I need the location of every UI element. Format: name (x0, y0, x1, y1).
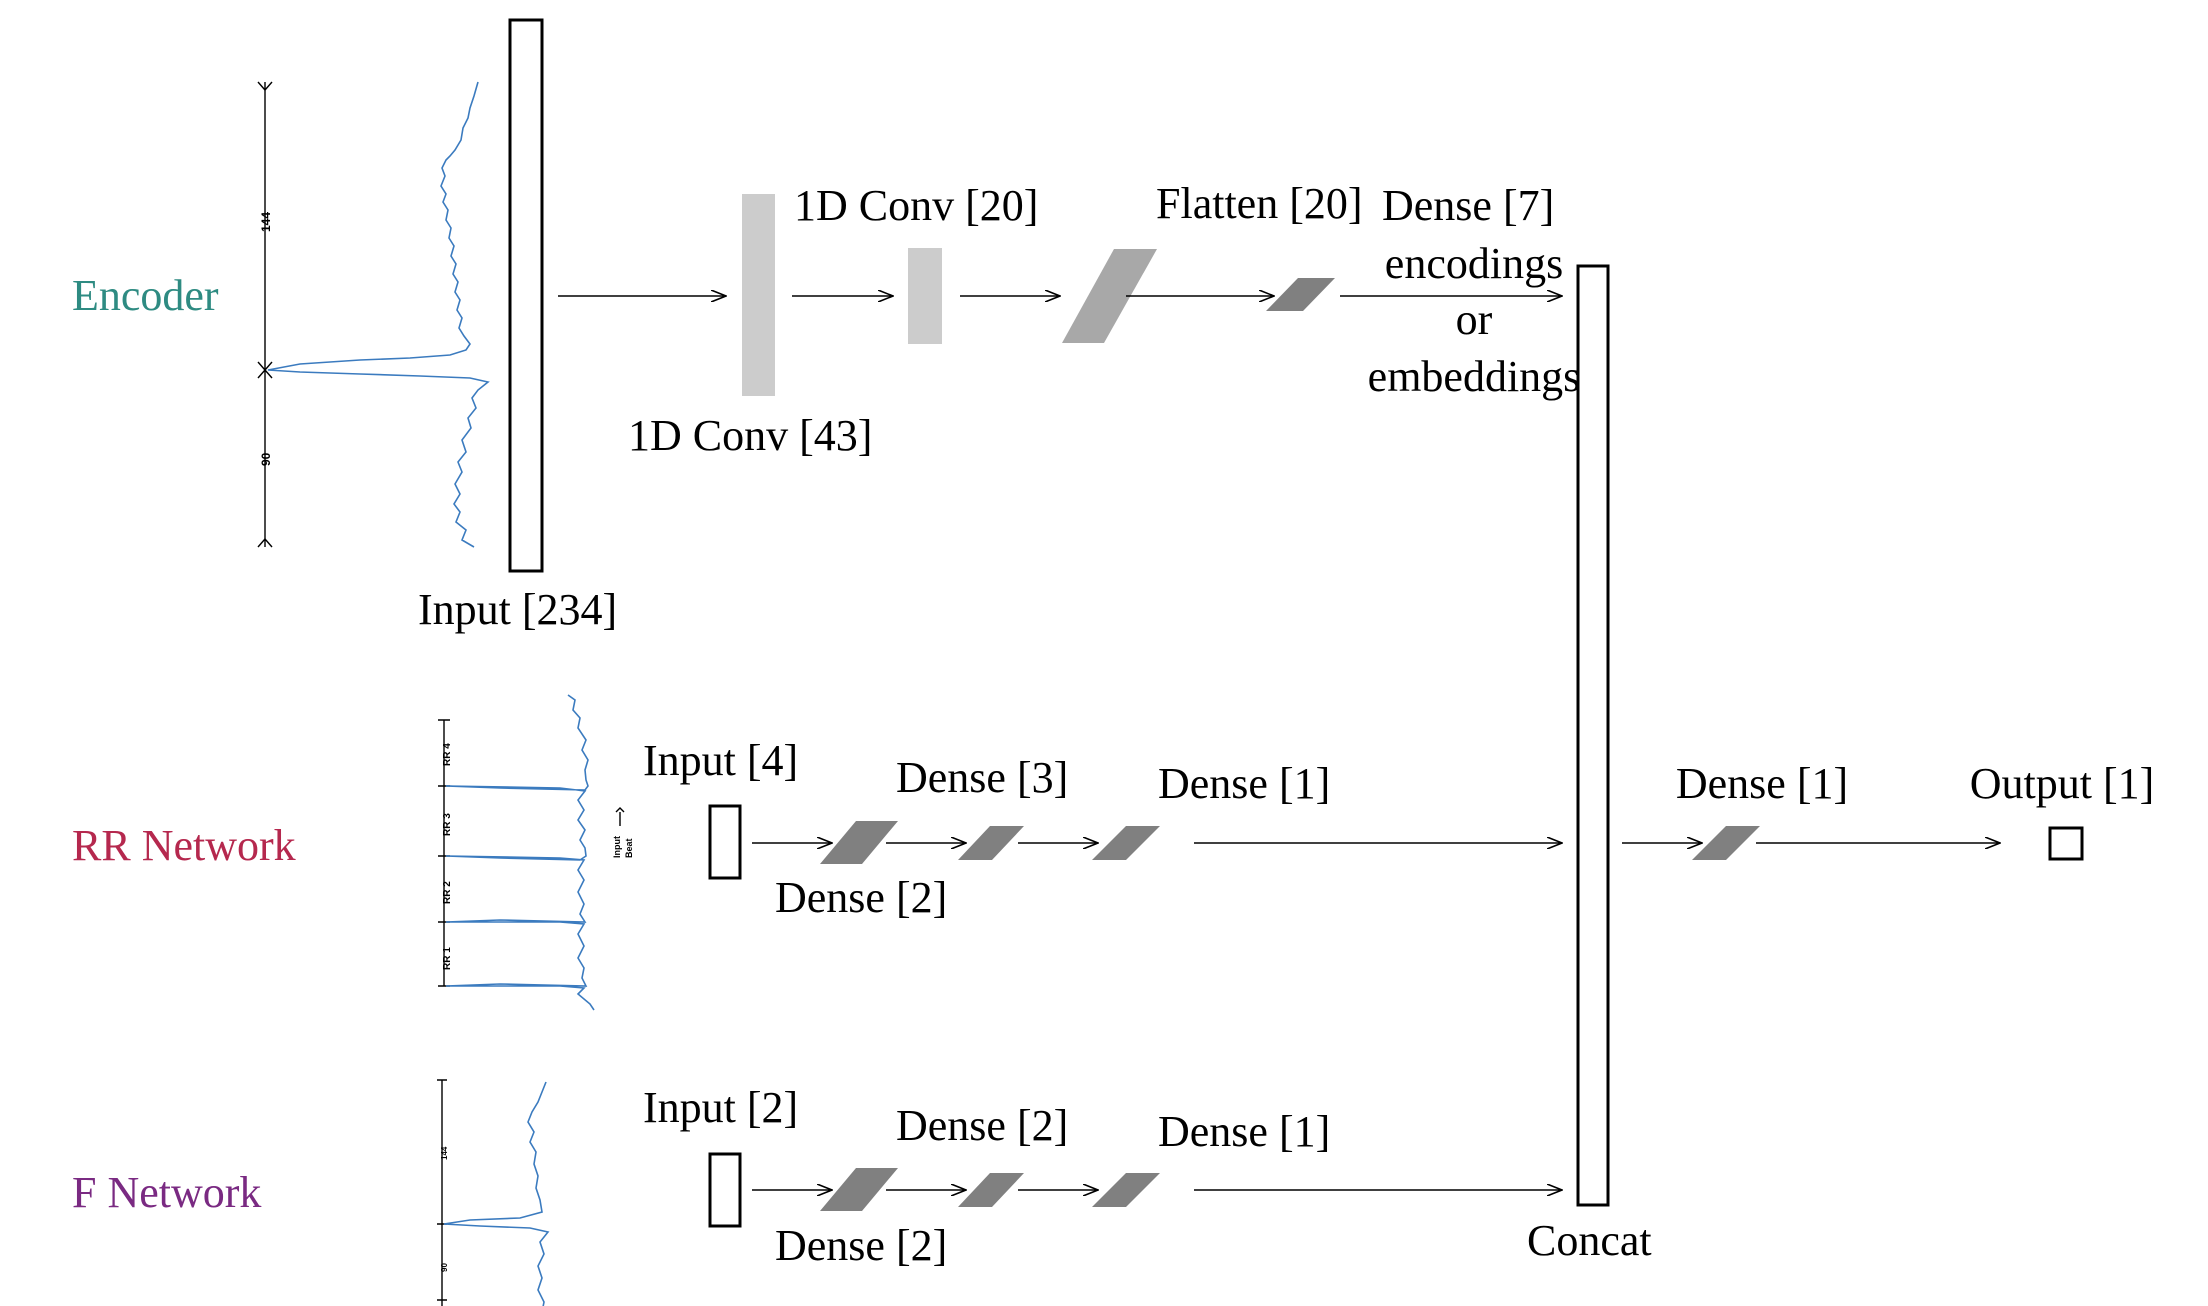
rr-dense2-label: Dense [3] (896, 753, 1068, 802)
f-input-label: Input [2] (643, 1083, 798, 1132)
rr-label-4: RR 4 (442, 743, 453, 766)
f-dense3-label: Dense [1] (1158, 1107, 1330, 1156)
output-label: Output [1] (1970, 759, 2155, 808)
encoder-input-layer (508, 18, 544, 573)
encoder-flatten-layer (1062, 249, 1157, 343)
f-dense2-layer (958, 1173, 1024, 1207)
rr-input-beat-bracket (615, 807, 625, 826)
encoder-conv2-layer (908, 248, 942, 344)
f-beat-waveform (443, 1081, 550, 1306)
encoder-dense-label: Dense [7] (1382, 181, 1554, 230)
rr-beat-signal: RR 1 RR 2 RR 3 RR 4 Input Beat (438, 694, 634, 1011)
rr-beat-label-input: Input (612, 836, 622, 858)
encoder-dim-bottom-label: 90 (259, 452, 273, 466)
encoder-dense-layer (1266, 278, 1335, 311)
rr-dimension-ticks (438, 719, 450, 987)
row-name-encoder: Encoder (72, 271, 219, 320)
f-dense1-layer (820, 1168, 898, 1211)
f-dense2-label: Dense [2] (896, 1101, 1068, 1150)
encodings-label: encodings (1385, 239, 1563, 288)
f-dim-top-label: 144 (440, 1146, 449, 1160)
f-dim-bottom-label: 90 (440, 1263, 449, 1272)
rr-ecg-waveform (445, 694, 595, 1011)
encoder-dimension-arrows (257, 81, 273, 548)
rr-dense2-layer (958, 826, 1024, 860)
concat-label: Concat (1527, 1216, 1652, 1265)
rr-label-1: RR 1 (442, 947, 453, 970)
encoder-beat-waveform (267, 81, 490, 548)
row-name-f-network: F Network (72, 1168, 261, 1217)
f-dense1-label: Dense [2] (775, 1221, 947, 1270)
rr-label-3: RR 3 (442, 813, 453, 836)
embeddings-label: embeddings (1368, 352, 1581, 401)
concat-layer (1576, 264, 1610, 1207)
encoder-input-label: Input [234] (418, 585, 617, 634)
f-beat-signal: 144 90 (437, 1079, 550, 1306)
encoder-conv2-label: 1D Conv [20] (794, 181, 1038, 230)
final-dense-label: Dense [1] (1676, 759, 1848, 808)
encoder-flatten-label: Flatten [20] (1156, 179, 1363, 228)
row-name-rr-network: RR Network (72, 821, 296, 870)
rr-input-layer (708, 804, 742, 880)
rr-dense3-layer (1092, 826, 1160, 860)
encoder-beat-signal: 144 90 (257, 81, 490, 548)
rr-label-2: RR 2 (442, 881, 453, 904)
output-node (2048, 826, 2084, 861)
f-input-layer (708, 1152, 742, 1228)
f-dense3-layer (1092, 1173, 1160, 1207)
final-dense-layer (1692, 826, 1760, 860)
rr-dense1-label: Dense [2] (775, 873, 947, 922)
encoder-conv1-layer (742, 194, 775, 396)
encoder-conv1-label: 1D Conv [43] (628, 411, 872, 460)
rr-dense1-layer (820, 821, 898, 864)
rr-dense3-label: Dense [1] (1158, 759, 1330, 808)
rr-beat-label-beat: Beat (624, 838, 634, 858)
rr-input-label: Input [4] (643, 736, 798, 785)
encoder-dim-top-label: 144 (259, 212, 273, 232)
or-label: or (1456, 295, 1493, 344)
